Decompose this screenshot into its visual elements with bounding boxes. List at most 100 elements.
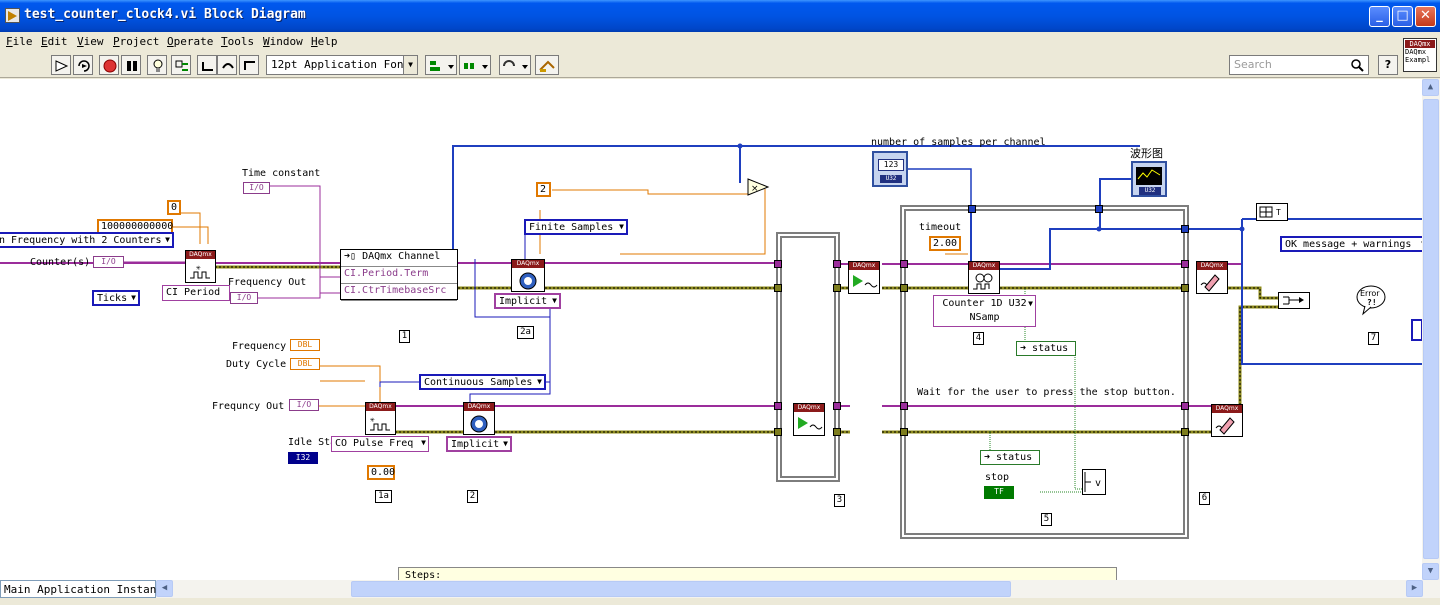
daqmx-clear-task-vi[interactable]: DAQmx — [1196, 261, 1228, 294]
step-number: 3 — [834, 494, 845, 507]
distribute-objects-icon[interactable] — [459, 55, 491, 75]
daqmx-create-channel-vi[interactable]: DAQmx ✳ — [185, 250, 216, 283]
scroll-thumb[interactable] — [1423, 99, 1439, 559]
counters-terminal[interactable]: I/O — [93, 256, 124, 268]
status-unbundle[interactable]: ➜ status — [980, 450, 1040, 465]
sequence-frame[interactable] — [776, 232, 840, 482]
daqmx-start-task-vi[interactable]: DAQmx — [793, 403, 825, 436]
pause-icon[interactable] — [121, 55, 141, 75]
menu-project[interactable]: Project — [113, 35, 160, 48]
reorder-icon[interactable] — [499, 55, 531, 75]
merge-errors-function[interactable] — [1278, 292, 1310, 309]
error-message-ring[interactable]: OK message + warnings▼ — [1280, 236, 1422, 252]
or-function[interactable]: v — [1082, 469, 1106, 495]
minimize-button[interactable]: _ — [1369, 6, 1390, 27]
cleanup-diagram-icon[interactable] — [535, 55, 559, 75]
menu-file[interactable]: File — [6, 35, 33, 48]
idle-value-constant[interactable]: 0.00 — [367, 465, 395, 480]
step-out-icon[interactable] — [239, 55, 259, 75]
timeout-constant[interactable]: 2.00 — [929, 236, 961, 251]
daqmx-timing-vi[interactable]: DAQmx — [511, 259, 545, 292]
measurement-ring[interactable]: n Frequency with 2 Counters▼ — [0, 232, 174, 248]
two-constant[interactable]: 2 — [536, 182, 551, 197]
daqmx-timing-vi[interactable]: DAQmx — [463, 402, 495, 435]
abort-icon[interactable] — [99, 55, 119, 75]
close-button[interactable]: ✕ — [1415, 6, 1436, 27]
run-continuously-icon[interactable] — [73, 55, 93, 75]
timeout-label: timeout — [919, 222, 962, 233]
property-row-period-term[interactable]: CI.Period.Term — [341, 267, 457, 284]
step-over-icon[interactable] — [217, 55, 237, 75]
block-diagram-canvas[interactable]: × Time constant I/O 0 100000000000 n Fre… — [0, 79, 1422, 580]
scroll-down-icon[interactable]: ▼ — [1422, 563, 1439, 580]
search-icon[interactable] — [1350, 58, 1364, 72]
menu-help[interactable]: Help — [311, 35, 338, 48]
svg-text:✳: ✳ — [370, 415, 375, 424]
time-constant-terminal[interactable]: I/O — [243, 182, 270, 194]
tunnel — [1181, 402, 1189, 410]
vertical-scrollbar[interactable]: ▲ ▼ — [1422, 79, 1440, 580]
finite-samples-ring[interactable]: Finite Samples▼ — [524, 219, 628, 235]
property-row-timebase-src[interactable]: CI.CtrTimebaseSrc — [341, 284, 457, 301]
stop-button-terminal[interactable]: TF — [984, 486, 1014, 499]
scroll-thumb[interactable] — [351, 581, 1011, 597]
step-number: 2 — [467, 490, 478, 503]
vi-icon[interactable]: DAQmx DAQmx Exampl — [1403, 38, 1437, 72]
waveform-graph-label: 波形图 — [1130, 147, 1163, 160]
waveform-graph-indicator[interactable]: U32 — [1131, 161, 1167, 197]
num-samples-control[interactable]: 123 U32 — [872, 151, 908, 187]
build-array-icon[interactable]: T — [1256, 203, 1288, 221]
co-pulse-freq-ring[interactable]: CO Pulse Freq▼ — [331, 436, 429, 452]
implicit-ring-top[interactable]: Implicit▼ — [494, 293, 561, 309]
tunnel — [900, 284, 908, 292]
continuous-samples-ring[interactable]: Continuous Samples▼ — [419, 374, 546, 390]
error-output-indicator[interactable] — [1411, 319, 1422, 341]
svg-text:✳: ✳ — [196, 263, 201, 272]
step-number: 1 — [399, 330, 410, 343]
frequency-out-terminal[interactable]: I/O — [230, 292, 258, 304]
daqmx-channel-property-node[interactable]: ➜▯ DAQmx Channel CI.Period.Term CI.CtrTi… — [340, 249, 458, 301]
duty-cycle-terminal[interactable]: DBL — [290, 358, 320, 370]
retain-wire-values-icon[interactable] — [171, 55, 191, 75]
step-number: 4 — [973, 332, 984, 345]
error-handler-vi[interactable]: Error?! — [1355, 284, 1387, 316]
daqmx-clear-task-vi[interactable]: DAQmx — [1211, 404, 1243, 437]
scroll-right-icon[interactable]: ▶ — [1406, 580, 1423, 597]
horizontal-scrollbar[interactable]: ◀ ▶ — [156, 580, 1440, 598]
frequency-out-2-terminal[interactable]: I/O — [289, 399, 319, 411]
search-input[interactable]: Search — [1229, 55, 1369, 75]
scroll-up-icon[interactable]: ▲ — [1422, 79, 1439, 96]
frequency-terminal[interactable]: DBL — [290, 339, 320, 351]
step-number: 2a — [517, 326, 534, 339]
status-unbundle[interactable]: ➜ status — [1016, 341, 1076, 356]
maximize-button[interactable]: □ — [1392, 6, 1413, 27]
labview-icon[interactable] — [5, 8, 20, 23]
help-icon[interactable]: ? — [1378, 55, 1398, 75]
zero-constant[interactable]: 0 — [167, 200, 181, 215]
menu-operate[interactable]: Operate — [167, 35, 214, 48]
frequency-out-label: Frequency Out — [228, 277, 307, 288]
menu-edit[interactable]: Edit — [41, 35, 68, 48]
align-objects-icon[interactable] — [425, 55, 457, 75]
tunnel — [774, 402, 782, 410]
run-arrow-icon[interactable] — [51, 55, 71, 75]
font-selector[interactable]: 12pt Application Font▼ — [266, 55, 418, 75]
highlight-execution-icon[interactable] — [147, 55, 167, 75]
tunnel — [774, 284, 782, 292]
while-loop[interactable] — [900, 205, 1189, 539]
daqmx-read-vi[interactable]: DAQmx — [968, 261, 1000, 294]
chevron-down-icon: ▼ — [1028, 299, 1033, 308]
menu-tools[interactable]: Tools — [221, 35, 255, 48]
idle-state-terminal[interactable]: I32 — [288, 452, 318, 464]
menu-view[interactable]: View — [77, 35, 104, 48]
ticks-ring[interactable]: Ticks▼ — [92, 290, 140, 306]
daqmx-create-channel-vi[interactable]: DAQmx ✳ — [365, 402, 396, 435]
menu-window[interactable]: Window — [263, 35, 303, 48]
svg-text:×: × — [751, 184, 759, 194]
daqmx-start-task-vi[interactable]: DAQmx — [848, 261, 880, 294]
ci-period-ring[interactable]: CI Period — [162, 285, 230, 301]
implicit-ring-bottom[interactable]: Implicit▼ — [446, 436, 512, 452]
scroll-left-icon[interactable]: ◀ — [156, 580, 173, 597]
step-into-icon[interactable] — [197, 55, 217, 75]
